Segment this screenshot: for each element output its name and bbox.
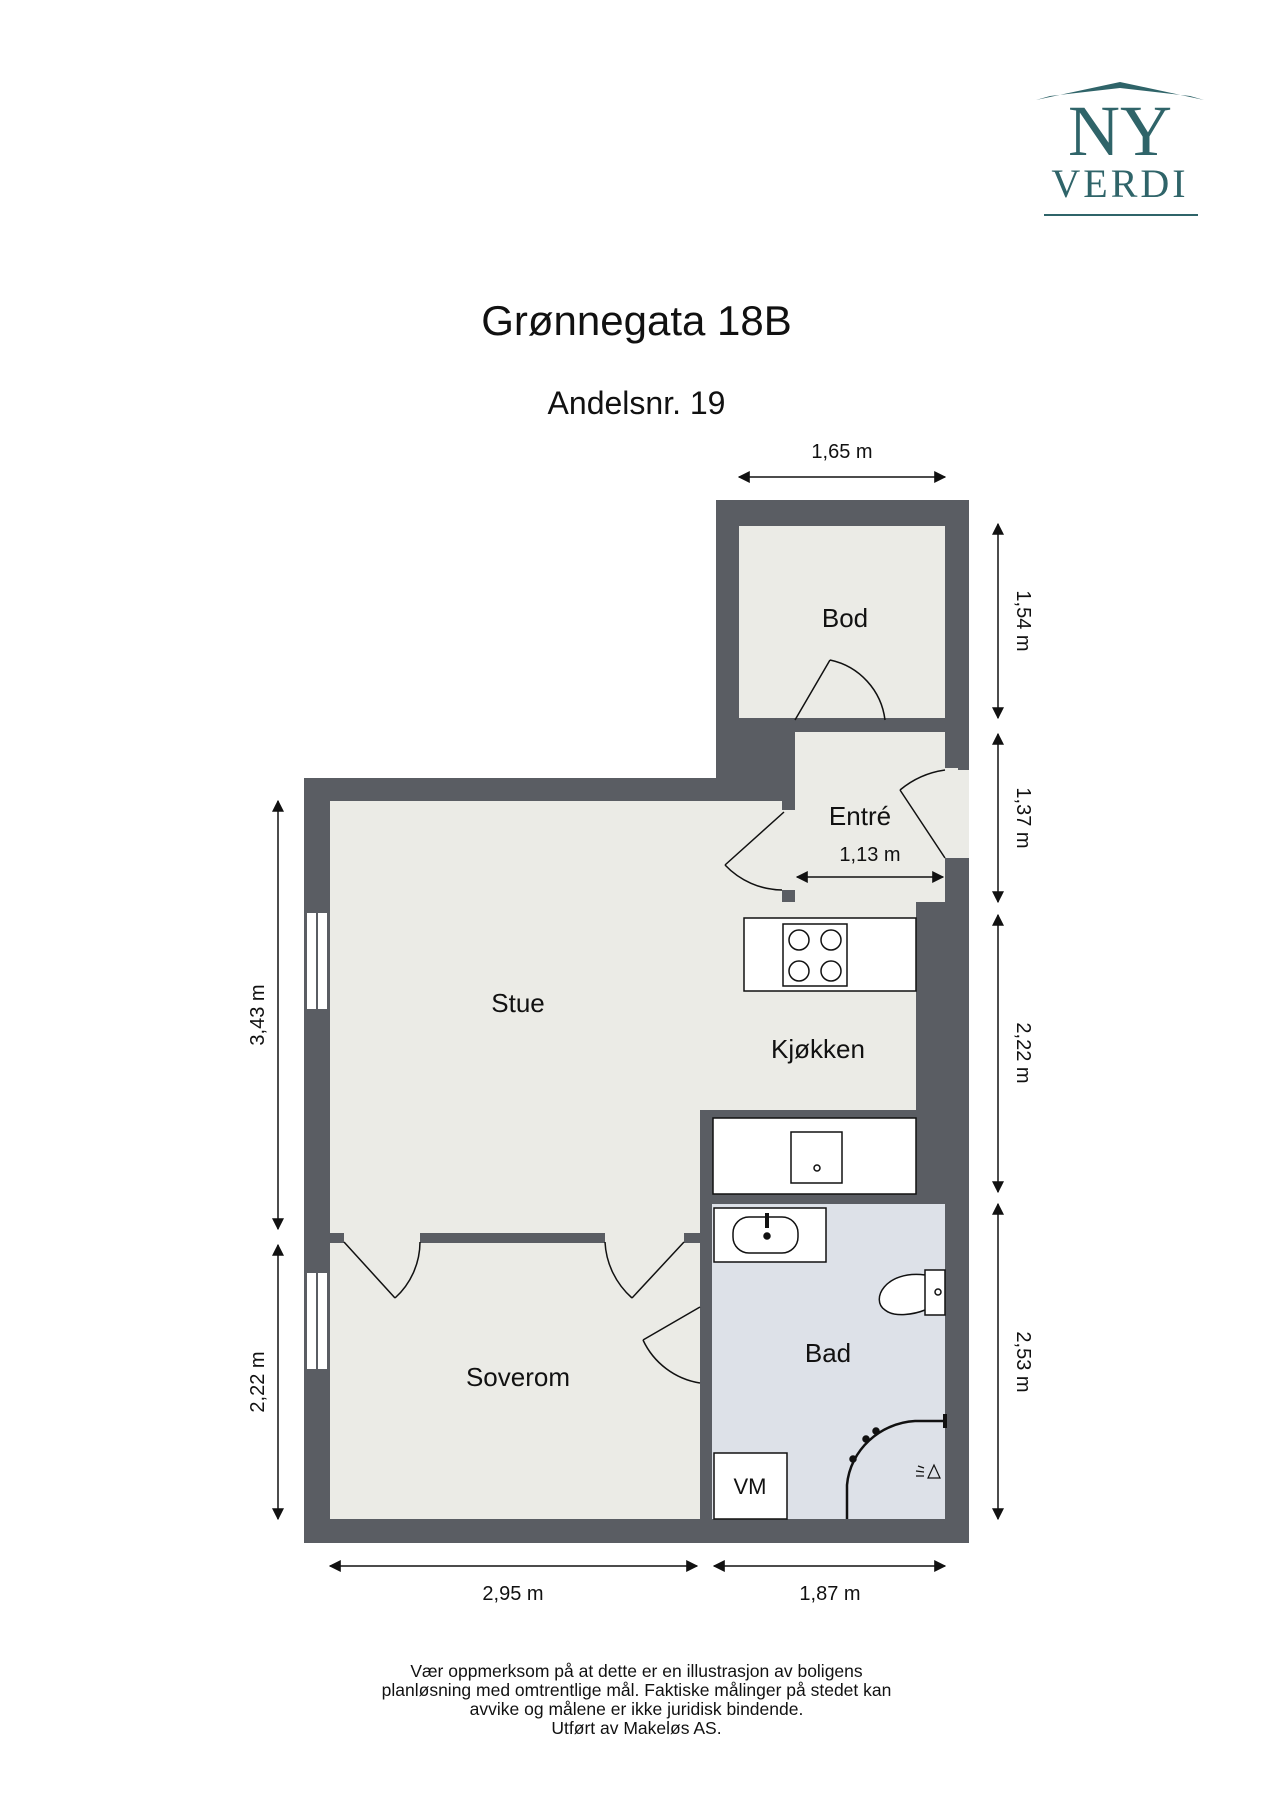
door-soverom-right	[604, 1241, 685, 1299]
wall-kitchen-right	[916, 902, 945, 1005]
dim-label-soverom-v: 2,22 m	[247, 1351, 269, 1412]
doors	[343, 659, 946, 1384]
door-entre-main	[899, 769, 946, 859]
floor-entre	[782, 732, 958, 902]
kitchen-sink	[790, 1131, 843, 1184]
wall-soverom-bad	[700, 1110, 712, 1307]
stove-burner-1	[788, 929, 810, 951]
room-label-bad: Bad	[805, 1338, 851, 1368]
disclaimer-line-2: planløsning med omtrentlige mål. Faktisk…	[381, 1680, 892, 1700]
toilet	[878, 1269, 946, 1316]
room-label-soverom: Soverom	[466, 1362, 570, 1392]
dimension-labels: 1,65 m 1,54 m 1,37 m 1,13 m 2,22 m 2,53 …	[247, 441, 1034, 1605]
dim-label-bad-h: 1,87 m	[799, 1583, 860, 1605]
room-label-entre: Entré	[829, 801, 891, 831]
floor-stue-kjokken	[330, 801, 945, 1242]
wall-bod-entre-right	[885, 718, 945, 732]
fixture-label-vm: VM	[734, 1474, 767, 1499]
stove-burner-3	[788, 960, 810, 982]
interior-walls	[330, 718, 945, 1519]
bath-fixtures	[713, 1207, 947, 1520]
logo-roof	[1036, 82, 1204, 100]
door-bod	[794, 659, 886, 721]
room-label-stue: Stue	[491, 988, 545, 1018]
floors	[330, 526, 958, 1519]
wall-soverom-bad-lower	[700, 1383, 712, 1519]
floor-bod	[739, 526, 945, 718]
washing-machine	[713, 1452, 788, 1520]
dimension-lines	[272, 471, 1004, 1572]
floor-bad	[712, 1204, 945, 1519]
wall-entre-bottom	[782, 890, 795, 902]
disclaimer: Vær oppmerksom på at dette er en illustr…	[0, 1662, 1273, 1738]
shower-ring-2	[849, 1455, 857, 1463]
floor-kjokken-wall-notch	[916, 1005, 945, 1098]
property-title: Grønnegata 18B	[481, 297, 792, 344]
dim-label-entre-h: 1,13 m	[839, 844, 900, 866]
disclaimer-line-4: Utført av Makeløs AS.	[551, 1718, 722, 1738]
dim-label-entre-v: 1,37 m	[1012, 787, 1034, 848]
ny-verdi-logo: NY VERDI	[1036, 82, 1204, 216]
logo-text-verdi: VERDI	[1051, 161, 1188, 206]
floor-soverom	[330, 1242, 700, 1519]
disclaimer-line-3: avvike og målene er ikke juridisk binden…	[469, 1699, 804, 1719]
door-opening-entre	[945, 770, 969, 858]
disclaimer-line-1: Vær oppmerksom på at dette er en illustr…	[410, 1661, 863, 1681]
toilet-button	[934, 1288, 942, 1296]
windows	[305, 770, 969, 1371]
room-labels: Bod Entré Stue Kjøkken Soverom Bad VM	[466, 603, 891, 1499]
shower-ring-3	[872, 1427, 880, 1435]
room-label-bod: Bod	[822, 603, 868, 633]
dim-label-top: 1,65 m	[811, 441, 872, 463]
logo-text-ny: NY	[1068, 91, 1172, 171]
dim-label-stue: 3,43 m	[247, 984, 269, 1045]
dim-label-bod: 1,54 m	[1012, 590, 1034, 651]
dim-label-soverom-h: 2,95 m	[482, 1583, 543, 1605]
wall-stue-soverom-left	[330, 1233, 344, 1243]
bath-drain	[763, 1232, 771, 1240]
door-soverom-left	[343, 1241, 421, 1299]
dim-label-bad-v: 2,53 m	[1012, 1331, 1034, 1392]
shower-ring-1	[862, 1435, 870, 1443]
wall-bod-entre	[716, 718, 795, 732]
shower-head-icon	[915, 1463, 941, 1479]
door-bad	[642, 1306, 701, 1384]
wall-stue-soverom-mid	[420, 1233, 605, 1243]
property-subtitle: Andelsnr. 19	[547, 385, 726, 421]
sink-drain	[813, 1164, 821, 1172]
stove-burner-2	[820, 929, 842, 951]
room-label-kjokken: Kjøkken	[771, 1034, 865, 1064]
dim-label-kjokken: 2,22 m	[1012, 1022, 1034, 1083]
kitchen-fixtures	[712, 917, 917, 1195]
wall-entre-left	[782, 718, 795, 810]
wall-kitchen-bad	[700, 1192, 945, 1204]
door-stue-entre	[724, 811, 785, 891]
wall-stue-soverom-right	[684, 1233, 700, 1243]
stove-burner-4	[820, 960, 842, 982]
